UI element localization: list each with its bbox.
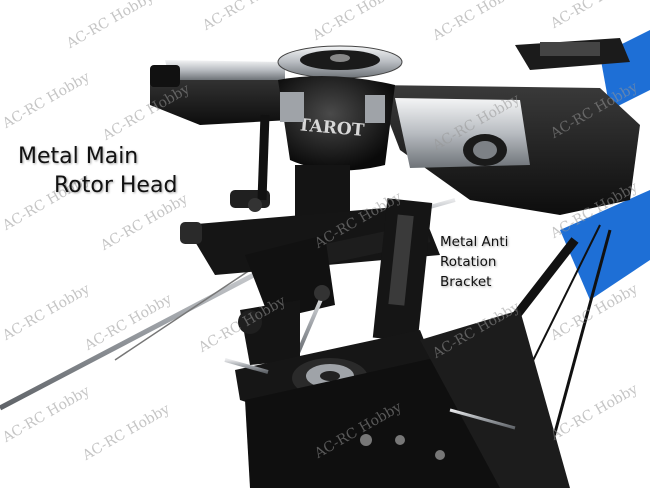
anti-rotation-bracket bbox=[372, 198, 433, 343]
anti-rotation-label-line2: Rotation bbox=[440, 254, 497, 270]
anti-rotation-label-line1: Metal Anti bbox=[440, 234, 509, 250]
main-rotor-blades bbox=[150, 38, 640, 215]
anti-rotation-label-line3: Bracket bbox=[440, 274, 492, 290]
main-rotor-head-label: Metal Main Rotor Head bbox=[18, 142, 177, 200]
main-rotor-label-line1: Metal Main bbox=[18, 144, 139, 169]
lower-frame bbox=[224, 300, 570, 488]
rotor-hub: TAROT bbox=[277, 45, 403, 171]
anti-rotation-bracket-label: Metal Anti Rotation Bracket bbox=[440, 232, 508, 292]
main-rotor-label-line2: Rotor Head bbox=[54, 173, 178, 198]
